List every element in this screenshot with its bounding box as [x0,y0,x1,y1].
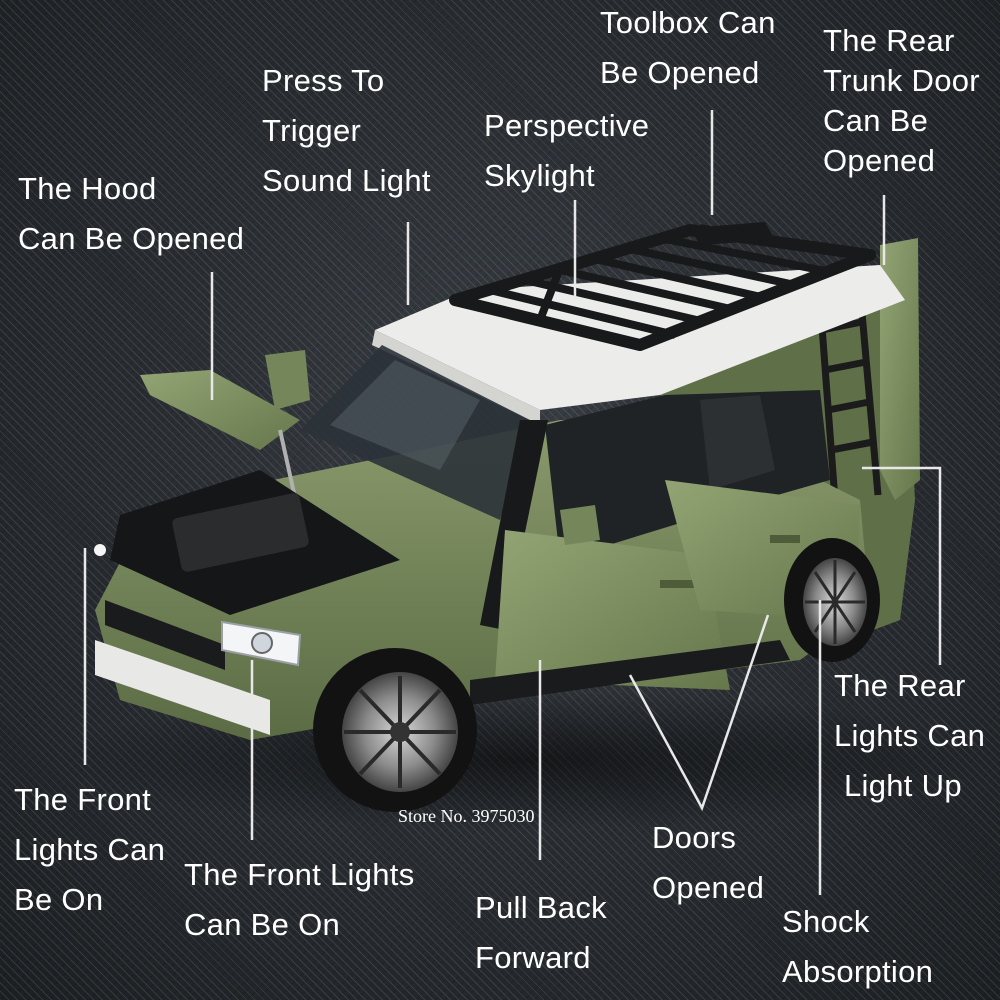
callout-rear-lights [862,466,942,665]
front-bumper [95,640,270,735]
callout-lines [83,110,942,895]
label-pull-back: Pull Back Forward [475,890,607,975]
hood-opened [140,370,300,450]
callout-doors [628,614,770,812]
front-wheel [313,648,477,812]
label-front-lights-center: The Front Lights Can Be On [184,857,415,942]
side-mirror [265,350,310,410]
front-grille [105,600,225,670]
front-door-mirror [560,505,600,545]
label-skylight: Perspective Skylight [484,108,650,193]
rear-door-handle [770,535,800,543]
label-press-trigger: Press To Trigger Sound Light [262,63,431,198]
side-sill [470,640,790,705]
rear-wheel [784,538,880,662]
front-left-light [94,544,106,556]
front-door-opened [495,530,730,690]
windshield-reflection [330,360,480,470]
label-front-lights-left: The Front Lights Can Be On [14,782,166,917]
label-shock-absorption: Shock Absorption [782,904,934,989]
label-rear-trunk-door: The Rear Trunk Door Can Be Opened [823,23,980,178]
roof-rack [449,222,876,351]
label-doors: Doors Opened [652,820,765,905]
label-rear-lights: The Rear Lights Can Light Up [834,668,986,803]
roof-front-edge [372,330,540,425]
store-watermark: Store No. 3975030 [398,806,535,826]
rear-seat [700,395,775,490]
a-pillar [480,420,548,630]
front-door-handle [660,580,694,588]
label-hood: The Hood Can Be Opened [18,171,245,256]
windshield [300,345,530,520]
front-headlight [221,620,302,667]
car-roof [375,265,905,410]
engine-cover [172,493,309,572]
label-toolbox: Toolbox Can Be Opened [600,5,776,90]
